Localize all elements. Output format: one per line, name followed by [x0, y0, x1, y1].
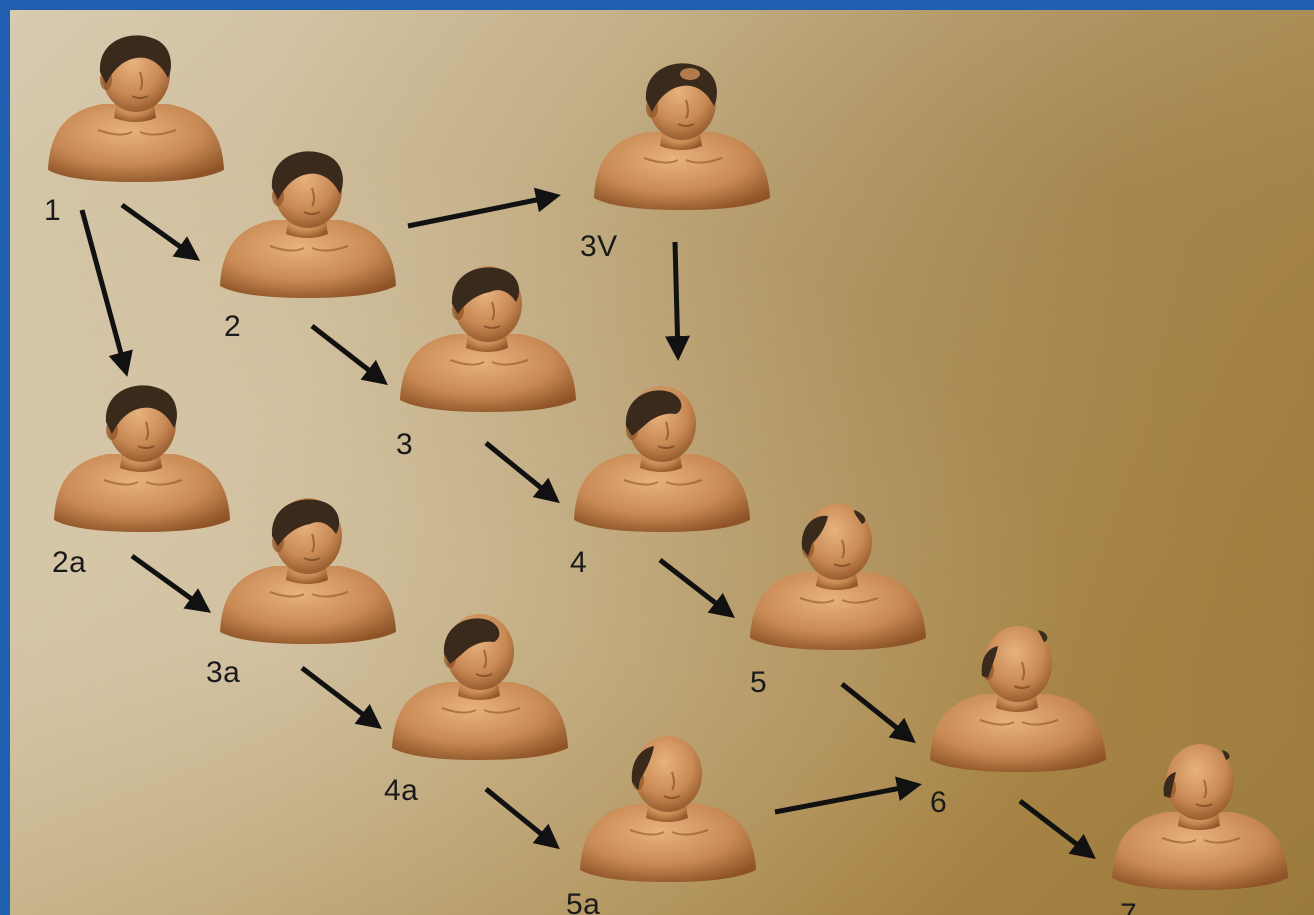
head-shoulders-illustration — [742, 500, 932, 650]
stage-label-4a: 4a — [384, 776, 418, 806]
arrow-3v-to-4 — [675, 242, 678, 356]
head-shoulders-illustration — [1104, 740, 1294, 890]
head-shoulders-illustration — [212, 494, 402, 644]
head-shoulders-illustration — [384, 610, 574, 760]
figure-stage-7 — [1104, 740, 1294, 890]
head-shoulders-illustration — [922, 622, 1112, 772]
arrow-2a-to-3a — [132, 556, 207, 610]
figure-stage-5 — [742, 500, 932, 650]
head-shoulders-illustration — [586, 60, 776, 210]
stage-label-5a: 5a — [566, 890, 600, 915]
arrow-2-to-3 — [312, 326, 384, 382]
arrow-1-to-2 — [122, 205, 196, 258]
stage-label-5: 5 — [750, 668, 767, 698]
figure-stage-3 — [392, 262, 582, 412]
figure-stage-2a — [46, 382, 236, 532]
arrow-3-to-4 — [486, 443, 556, 500]
head-shoulders-illustration — [392, 262, 582, 412]
stage-label-3: 3 — [396, 430, 413, 460]
figure-stage-1 — [40, 32, 230, 182]
arrow-5-to-6 — [842, 684, 912, 740]
figure-stage-5a — [572, 732, 762, 882]
figure-stage-3a — [212, 494, 402, 644]
arrow-3a-to-4a — [302, 668, 378, 726]
arrow-2-to-3v — [408, 196, 556, 226]
stage-label-2a: 2a — [52, 548, 86, 578]
stage-label-7: 7 — [1120, 900, 1137, 915]
stage-label-4: 4 — [570, 548, 587, 578]
head-shoulders-illustration — [566, 382, 756, 532]
stage-label-6: 6 — [930, 788, 947, 818]
figure-stage-3v — [586, 60, 776, 210]
figure-stage-4a — [384, 610, 574, 760]
arrow-4-to-5 — [660, 560, 731, 615]
stage-label-2: 2 — [224, 312, 241, 342]
stage-label-3v: 3V — [580, 232, 618, 262]
head-shoulders-illustration — [46, 382, 236, 532]
head-shoulders-illustration — [212, 148, 402, 298]
figure-stage-4 — [566, 382, 756, 532]
head-shoulders-illustration — [40, 32, 230, 182]
arrow-5a-to-6 — [775, 785, 917, 812]
stage-label-1: 1 — [44, 196, 61, 226]
illustration-background: 1 2 3V 2a 3 4 3a 4a 5 5a 6 7 — [10, 10, 1314, 915]
arrow-1-to-2a — [82, 210, 126, 372]
figure-stage-6 — [922, 622, 1112, 772]
head-shoulders-illustration — [572, 732, 762, 882]
stage-label-3a: 3a — [206, 658, 240, 688]
arrow-4a-to-5a — [486, 789, 556, 846]
figure-stage-2 — [212, 148, 402, 298]
arrow-6-to-7 — [1020, 801, 1092, 856]
